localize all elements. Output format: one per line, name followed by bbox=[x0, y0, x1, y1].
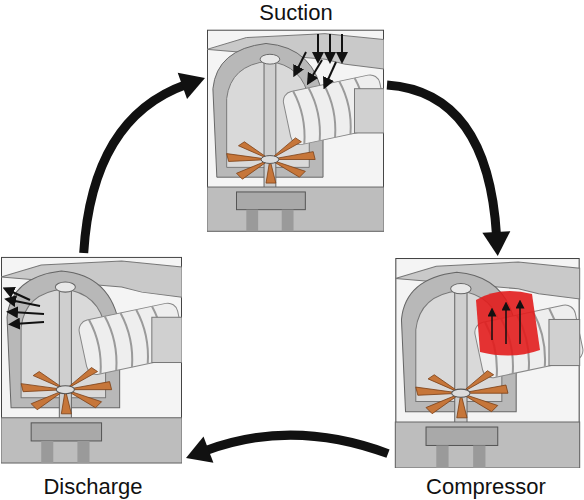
compressor-panel bbox=[395, 259, 584, 468]
arrow-shaft bbox=[84, 85, 186, 253]
discharge-panel bbox=[1, 257, 187, 463]
cycle-arrow bbox=[387, 85, 510, 256]
discharge-arrows bbox=[8, 290, 44, 324]
suction-panel bbox=[207, 30, 389, 231]
stage-label: Suction bbox=[259, 0, 332, 26]
process-panel: Discharge bbox=[0, 253, 186, 500]
arrow-head bbox=[482, 231, 510, 256]
cycle-arrow bbox=[186, 435, 388, 463]
arrow-shaft bbox=[205, 435, 388, 454]
arrow-head bbox=[178, 73, 205, 99]
arrow-shaft bbox=[387, 85, 497, 236]
compression-zone bbox=[476, 291, 540, 355]
cycle-arrow bbox=[84, 73, 205, 253]
process-panel: Suction bbox=[205, 0, 387, 236]
stage-label: Compressor bbox=[426, 474, 546, 500]
arrow-head bbox=[186, 436, 213, 462]
stage-label: Discharge bbox=[43, 474, 142, 500]
process-panel: Compressor bbox=[388, 256, 584, 500]
suction-arrows bbox=[296, 34, 342, 84]
